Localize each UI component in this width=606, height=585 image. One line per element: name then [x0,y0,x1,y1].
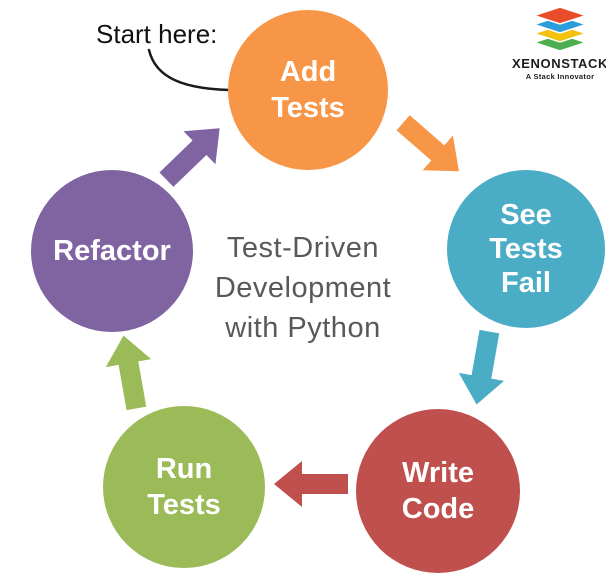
node-run-tests: Run Tests [103,406,265,568]
node-run-tests-label-line: Run [155,453,213,485]
node-see-tests-fail-label-line: Fail [501,267,551,299]
arrow-refactor-to-add-tests [159,128,220,187]
diagram-title: Test-Driven Development with Python [214,232,392,344]
node-add-tests: Add Tests [228,10,388,170]
node-add-tests-label-line: Add [279,56,337,88]
xenonstack-logo: XENONSTACK A Stack Innovator [512,6,606,81]
arrow-write-code-to-run-tests [274,461,348,507]
node-write-code-label-line: Code [401,493,475,525]
node-refactor-label-line: Refactor [53,235,171,267]
node-refactor: Refactor [31,170,193,332]
start-here-label: Start here: [96,19,218,49]
xenonstack-stack-icon [532,6,588,52]
node-see-tests-fail-label-line: Tests [489,233,563,265]
node-add-tests-label-line: Tests [271,92,345,124]
arrow-run-tests-to-refactor [105,335,152,411]
node-write-code: Write Code [356,409,520,573]
node-run-tests-label-line: Tests [147,489,221,521]
node-see-tests-fail-label-line: See [500,199,552,231]
xenonstack-tagline: A Stack Innovator [525,72,595,81]
arrow-see-tests-fail-to-write-code [458,329,505,405]
node-see-tests-fail: See Tests Fail [447,170,605,328]
node-write-code-label-line: Write [402,457,474,489]
arrow-add-tests-to-see-tests-fail [396,115,459,172]
xenonstack-brand-name: XENONSTACK [511,56,606,71]
